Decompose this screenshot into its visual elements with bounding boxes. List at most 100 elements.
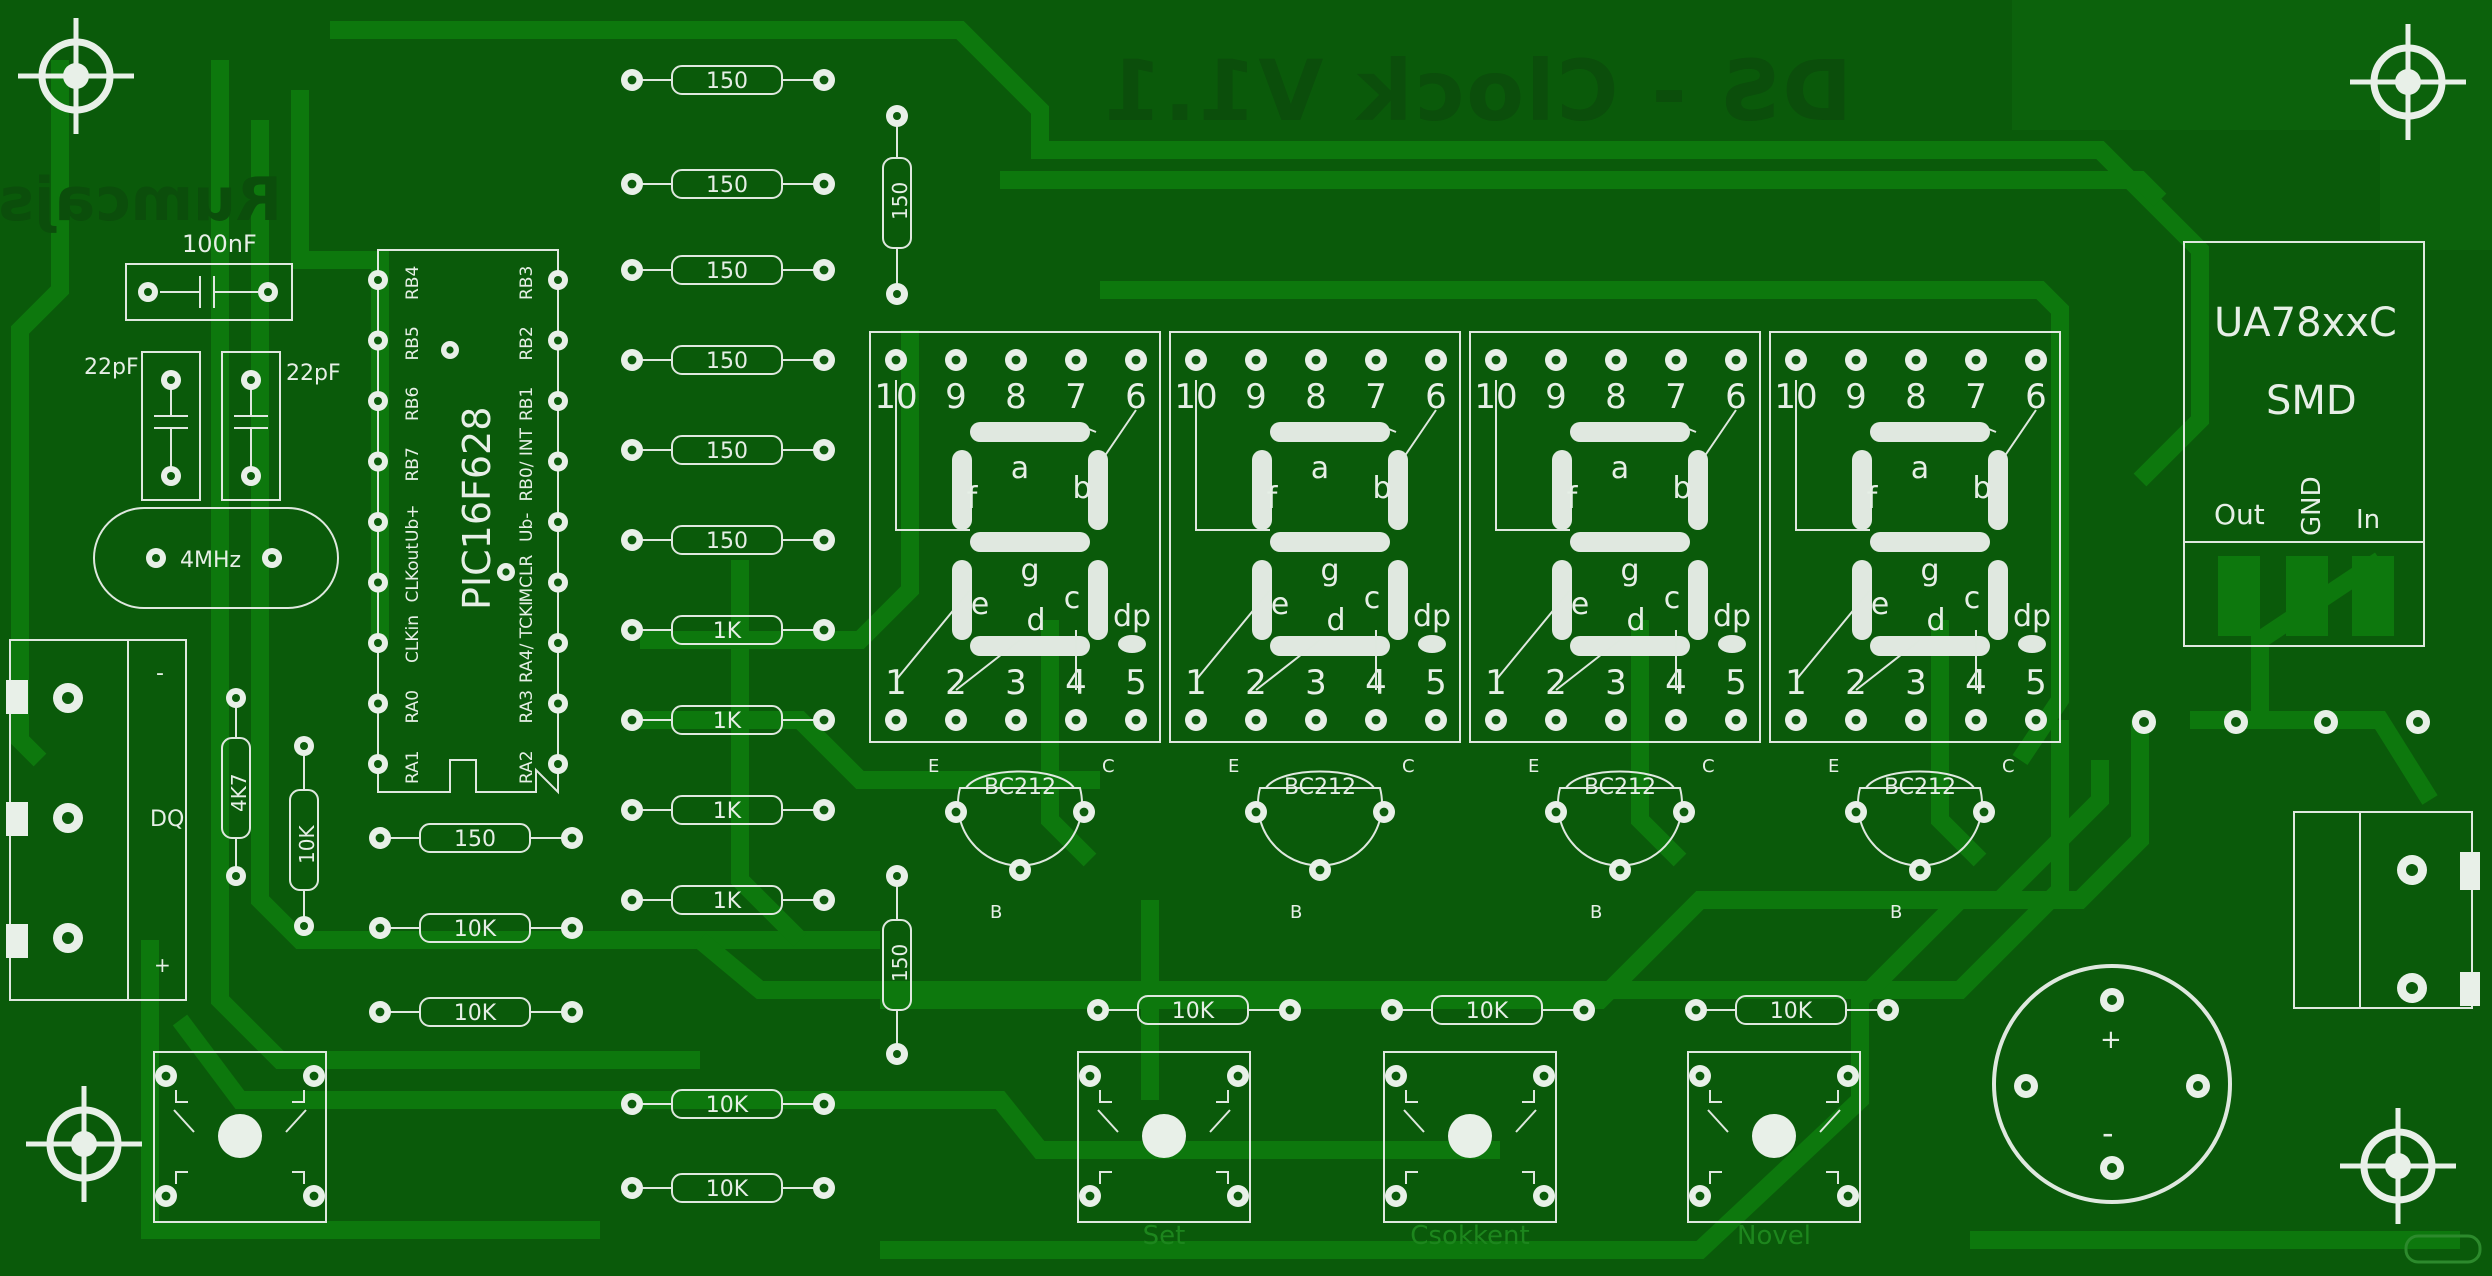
display-bottom-pin-label: 5 — [1725, 663, 1747, 703]
pad-hole — [1431, 355, 1441, 365]
pad-hole — [1851, 807, 1861, 817]
resistor-ic-bottom-3: 10K — [369, 997, 583, 1027]
connector-dq: DQ - + — [6, 639, 187, 1001]
resistor-column-3-label: 150 — [706, 259, 748, 284]
segment-dp — [2018, 635, 2046, 653]
resistor-sensor-10k: 10K — [289, 736, 319, 936]
transistor-pin-b: B — [1890, 902, 1902, 923]
resistor-column-4: 150 — [621, 345, 835, 375]
push-button-3[interactable]: Csokkent — [1383, 1051, 1557, 1251]
button-actuator[interactable] — [218, 1114, 262, 1158]
display-bottom-pin-label: 5 — [2025, 663, 2047, 703]
button-resistor-3: 10K — [1685, 995, 1899, 1025]
resistor-ic-bottom-1-label: 150 — [454, 827, 496, 852]
ic-pin-label-right: RB0/ INT — [517, 427, 537, 501]
resistor-ic-bottom-2-label: 10K — [454, 917, 497, 942]
pad-hole — [627, 715, 637, 725]
segment-label-b: b — [1372, 471, 1391, 506]
ic-pin-label-left: CLKin — [403, 615, 423, 663]
push-button-1[interactable] — [153, 1051, 327, 1223]
pad-hole — [819, 1183, 829, 1193]
display-top-pin-label: 7 — [1365, 377, 1387, 417]
ic-pin-label-left: CLKout — [403, 543, 423, 603]
display-top-pin-label: 6 — [1725, 377, 1747, 417]
pad-hole — [1915, 865, 1925, 875]
pad-hole — [1851, 355, 1861, 365]
ic-pin-label-left: RA0 — [403, 690, 423, 724]
display-bottom-pin-label: 2 — [1545, 663, 1567, 703]
resistor-column-6-label: 150 — [706, 529, 748, 554]
segment-label-f: f — [967, 481, 979, 516]
pad-hole — [554, 578, 562, 587]
segment-label-b: b — [1972, 471, 1991, 506]
pad-hole — [1843, 1071, 1853, 1081]
pad-hole — [567, 1007, 577, 1017]
pad-hole — [1551, 715, 1561, 725]
display-bottom-pin-label: 3 — [1605, 663, 1627, 703]
pad-hole — [1387, 1005, 1397, 1015]
pad-hole — [1391, 1191, 1401, 1201]
resistor-column-7-label: 1K — [713, 619, 742, 644]
button-label: Set — [1143, 1221, 1186, 1251]
pad-hole — [554, 457, 562, 466]
button-label: Csokkent — [1410, 1221, 1529, 1251]
pad-hole — [1611, 355, 1621, 365]
segment-label-dp: dp — [1413, 599, 1451, 634]
button-resistor-1: 10K — [1087, 995, 1301, 1025]
push-button-4[interactable]: Novel — [1687, 1051, 1861, 1251]
pad-hole — [554, 397, 562, 405]
resistor-column-1-label: 150 — [706, 69, 748, 94]
pad-hole — [627, 805, 637, 815]
ic-pin-label-right: MCLR — [517, 554, 537, 602]
pad-hole — [819, 625, 829, 635]
pad-hole — [554, 276, 562, 284]
elcap-plus: + — [2100, 1025, 2122, 1055]
segment-label-dp: dp — [1113, 599, 1151, 634]
display-top-pin-label: 7 — [1065, 377, 1087, 417]
resistor-vertical-bottom-label: 150 — [888, 944, 912, 982]
pad-hole — [1551, 355, 1561, 365]
button-actuator[interactable] — [1142, 1114, 1186, 1158]
button-actuator[interactable] — [1752, 1114, 1796, 1158]
pad-hole — [374, 760, 382, 768]
transistor-pin-e: E — [1228, 756, 1239, 777]
pad-hole — [951, 715, 961, 725]
pad-hole — [1011, 355, 1021, 365]
transistor-pin-e: E — [928, 756, 939, 777]
display-bottom-pin-label: 1 — [885, 663, 907, 703]
pad-hole — [1431, 715, 1441, 725]
pad-hole — [1131, 355, 1141, 365]
pad-hole — [309, 1191, 319, 1201]
transistor-pin-b: B — [990, 902, 1002, 923]
segment-label-d: d — [1026, 603, 1045, 638]
segment-dp — [1118, 635, 1146, 653]
pad-hole — [819, 355, 829, 365]
regulator-pin-out: Out — [2214, 498, 2265, 531]
display-bottom-pin-label: 2 — [1845, 663, 1867, 703]
ic-pin-label-right: RB3 — [517, 266, 537, 300]
pad-hole — [1079, 807, 1089, 817]
connector-power — [2293, 811, 2480, 1009]
connector-plus: + — [154, 953, 171, 977]
pad-hole — [1491, 355, 1501, 365]
button-resistor-2: 10K — [1381, 995, 1595, 1025]
display-bottom-pin-label: 2 — [1245, 663, 1267, 703]
pad-hole — [1791, 715, 1801, 725]
pad-hole — [1695, 1191, 1705, 1201]
transistor-pin-e: E — [1828, 756, 1839, 777]
ic-name: PIC16F628 — [455, 407, 499, 610]
display-top-pin-label: 9 — [1845, 377, 1867, 417]
pad-hole — [951, 355, 961, 365]
display-top-pin-label: 6 — [1125, 377, 1147, 417]
regulator-pin-gnd: GND — [2297, 476, 2327, 536]
resistor-column-7: 1K — [621, 615, 835, 645]
resistor-column-4-label: 150 — [706, 349, 748, 374]
resistor-vertical-top: 150 — [882, 105, 912, 305]
push-button-2[interactable]: Set — [1077, 1051, 1251, 1251]
display-top-pin-label: 8 — [1305, 377, 1327, 417]
resistor-column-5: 150 — [621, 435, 835, 465]
button-actuator[interactable] — [1448, 1114, 1492, 1158]
